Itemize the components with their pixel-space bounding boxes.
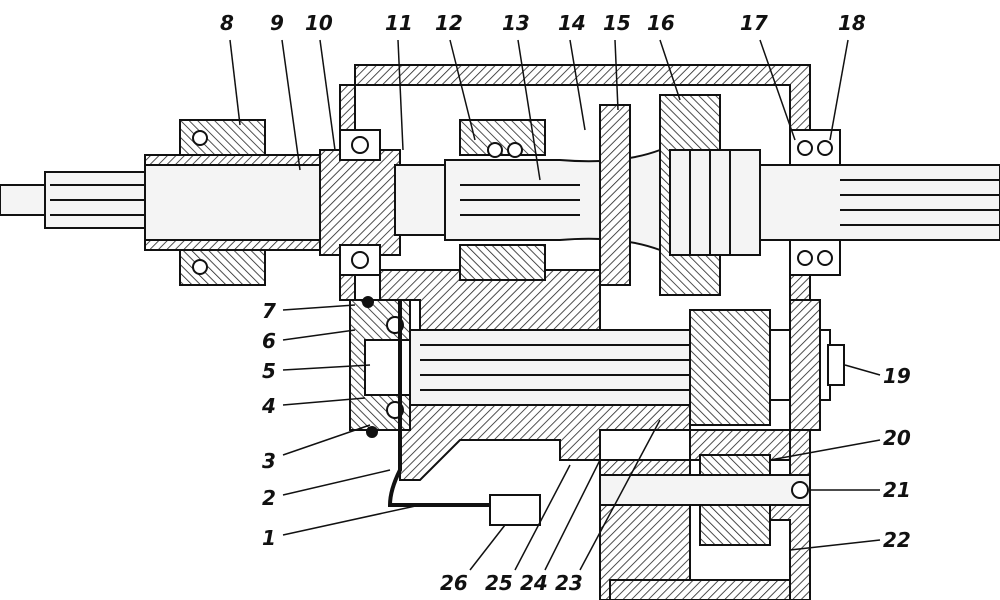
callout-16: 16 [647, 11, 675, 35]
callout-14: 14 [558, 11, 586, 35]
callout-20: 20 [883, 426, 911, 450]
callout-labels: 8 9 10 11 12 13 14 15 16 17 18 7 6 5 4 3… [220, 11, 911, 595]
callout-15: 15 [603, 11, 631, 35]
callout-12: 12 [435, 11, 463, 35]
callout-1: 1 [262, 526, 276, 550]
callout-10: 10 [305, 11, 333, 35]
output-shaft [759, 129, 1000, 276]
input-shaft [0, 149, 401, 256]
callout-8: 8 [220, 11, 234, 35]
callout-21: 21 [883, 478, 911, 502]
callout-25: 25 [485, 571, 513, 595]
drawing [0, 64, 1000, 600]
callout-11: 11 [385, 11, 413, 35]
callout-4: 4 [261, 394, 276, 418]
callout-13: 13 [502, 11, 530, 35]
callout-22: 22 [883, 528, 911, 552]
callout-5: 5 [262, 359, 276, 383]
callout-2: 2 [262, 486, 276, 510]
callout-9: 9 [270, 11, 284, 35]
callout-7: 7 [262, 299, 276, 323]
callout-19: 19 [883, 364, 911, 388]
callout-17: 17 [740, 11, 768, 35]
callout-23: 23 [555, 571, 583, 595]
callout-6: 6 [262, 329, 276, 353]
callout-18: 18 [838, 11, 866, 35]
main-shaft [394, 94, 761, 296]
callout-3: 3 [262, 449, 276, 473]
callout-26: 26 [440, 571, 468, 595]
leader-lines [229, 39, 881, 571]
callout-24: 24 [520, 571, 548, 595]
input-flange [179, 119, 381, 286]
